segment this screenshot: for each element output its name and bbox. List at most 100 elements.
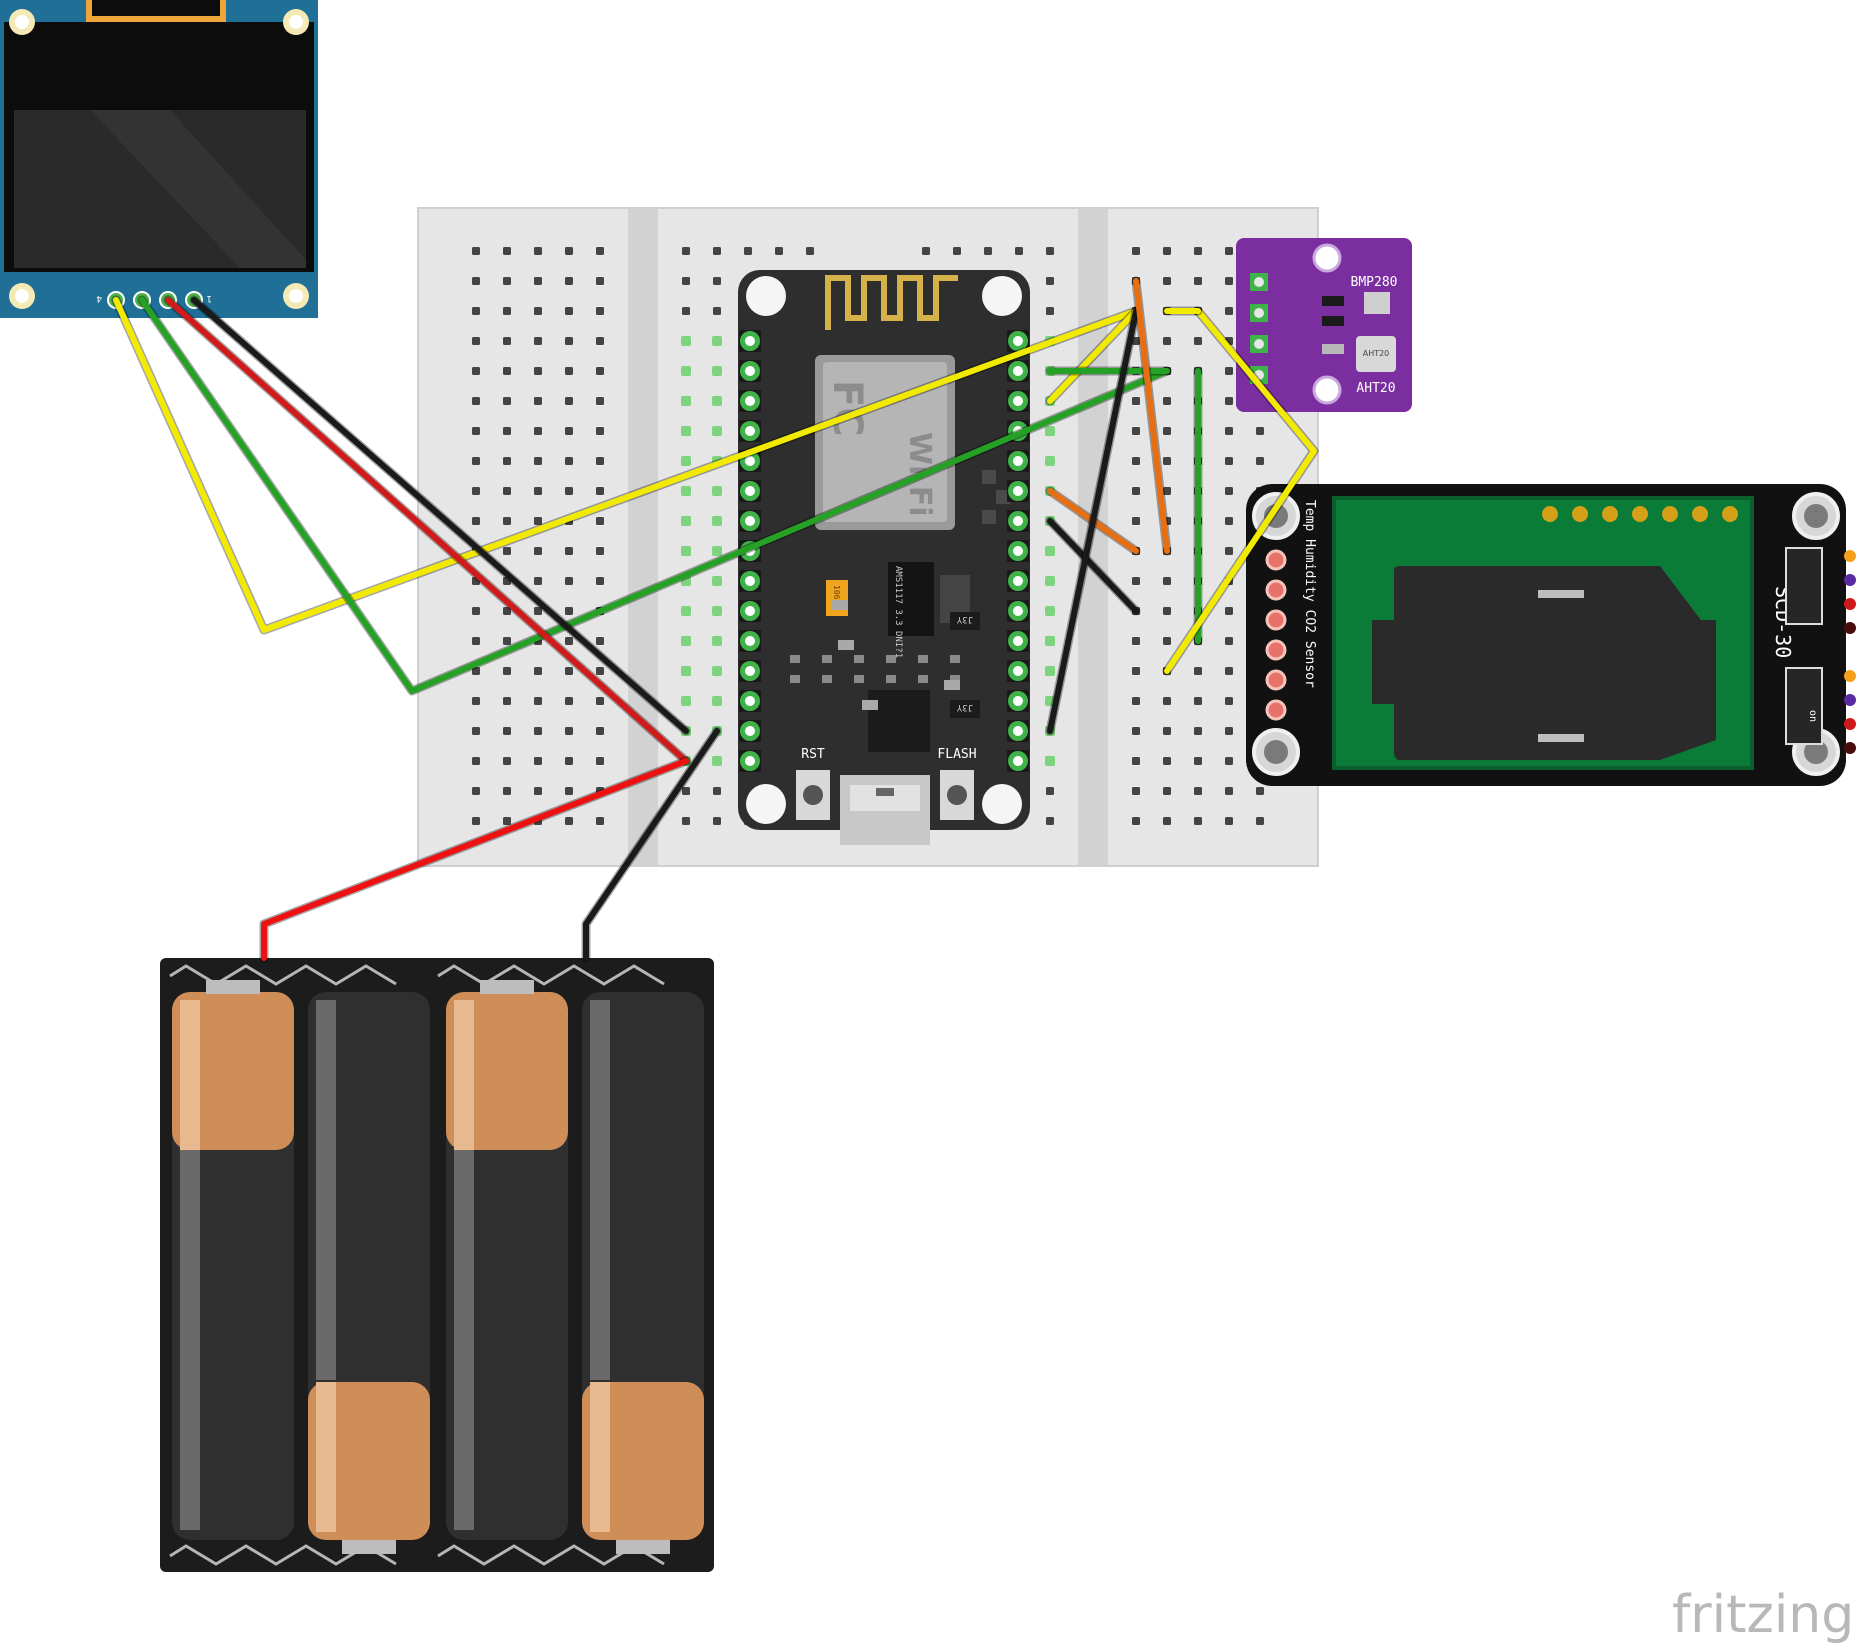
breadboard-hole (1163, 247, 1171, 255)
wifi-antenna-trace (825, 275, 958, 330)
breadboard-hole (596, 637, 604, 645)
breadboard-hole (565, 637, 573, 645)
nodemcu-pin (740, 691, 760, 711)
breadboard-hole (596, 757, 604, 765)
breadboard-hole (1015, 247, 1023, 255)
breadboard-hole (1163, 727, 1171, 735)
breadboard-hole (1225, 787, 1233, 795)
scd30-gold-pad (1662, 506, 1678, 522)
breadboard-hole (1194, 787, 1202, 795)
battery-holder-case (160, 958, 714, 1572)
scd30-chamber-block (1372, 620, 1716, 704)
breadboard-hole (596, 517, 604, 525)
breadboard-hole (596, 307, 604, 315)
breadboard-hole (472, 337, 480, 345)
j3y-chip (950, 700, 980, 718)
smd-part (982, 510, 996, 524)
battery-spring (169, 964, 397, 986)
breadboard-hole (503, 517, 511, 525)
breadboard-hole-connected (681, 666, 691, 676)
oled-mount-hole-inner (289, 289, 303, 303)
breadboard-hole (1225, 367, 1233, 375)
battery-terminal (206, 980, 260, 994)
breadboard-hole-connected (1045, 576, 1055, 586)
nodemcu-mount-hole (982, 276, 1022, 316)
breadboard-hole (596, 697, 604, 705)
breadboard-hole (565, 427, 573, 435)
battery-spring (437, 964, 665, 986)
stemma-pin-dots (1844, 550, 1856, 754)
breadboard-hole-connected (1045, 666, 1055, 676)
breadboard-hole (713, 787, 721, 795)
breadboard-hole (1132, 397, 1140, 405)
breadboard-channel-right (1078, 208, 1108, 866)
breadboard-hole (472, 367, 480, 375)
breadboard-hole (596, 277, 604, 285)
oled-mount-hole-inner (289, 15, 303, 29)
oled-pin-number-1: 1 (206, 293, 212, 303)
breadboard-hole (534, 697, 542, 705)
battery-cell-highlight (316, 1382, 336, 1532)
breadboard-hole (534, 457, 542, 465)
breadboard-hole (534, 337, 542, 345)
aht20-chip-label: AHT20 (1363, 349, 1390, 358)
breadboard-hole (1132, 787, 1140, 795)
smd-resistor (790, 675, 800, 683)
breadboard-hole (1132, 487, 1140, 495)
battery-cell-band (582, 1382, 704, 1540)
breadboard-hole (1225, 607, 1233, 615)
nodemcu-pin (1008, 481, 1028, 501)
nodemcu-pin (1008, 571, 1028, 591)
scd30-mount-hole-inner (1264, 740, 1288, 764)
breadboard-hole (775, 247, 783, 255)
breadboard-hole (1194, 757, 1202, 765)
wire-red-vdd (165, 297, 689, 764)
flash-button[interactable] (947, 785, 967, 805)
nodemcu-pin (1008, 661, 1028, 681)
breadboard-hole-connected (712, 486, 722, 496)
breadboard-hole-connected (712, 756, 722, 766)
scd30-chamber-slot (1538, 734, 1584, 742)
stemma-pin-dot (1844, 598, 1856, 610)
oled-display: 4 1 (0, 0, 318, 318)
stemma-pin-dot (1844, 670, 1856, 682)
nodemcu-mount-hole (746, 784, 786, 824)
breadboard-hole (565, 367, 573, 375)
micro-usb-slot (876, 788, 894, 796)
smd-resistor (950, 655, 960, 663)
breadboard-hole (682, 277, 690, 285)
breadboard-hole (713, 817, 721, 825)
breadboard-hole (503, 337, 511, 345)
breadboard-hole (503, 457, 511, 465)
breadboard-hole (1132, 247, 1140, 255)
scd30-pin (1265, 699, 1287, 721)
nodemcu-pin (1008, 331, 1028, 351)
breadboard-hole (565, 457, 573, 465)
nodemcu-pin-headers (739, 330, 1029, 772)
breadboard-hole (1194, 337, 1202, 345)
resistor (1322, 316, 1344, 326)
bmp280-aht20-module: BMP280 AHT20 AHT20 (1236, 238, 1412, 412)
breadboard-hole (472, 247, 480, 255)
rst-button[interactable] (803, 785, 823, 805)
breadboard-hole (534, 427, 542, 435)
bmp280-chip (1364, 292, 1390, 314)
battery-terminal (480, 980, 534, 994)
breadboard-hole (1132, 727, 1140, 735)
breadboard-hole (596, 727, 604, 735)
nodemcu-pin (1008, 391, 1028, 411)
battery-terminal (616, 1540, 670, 1554)
breadboard-hole (1194, 277, 1202, 285)
breadboard-hole (472, 607, 480, 615)
breadboard-hole-connected (1045, 456, 1055, 466)
oled-ribbon-inner (92, 0, 220, 16)
battery-cell-band (308, 1382, 430, 1540)
breadboard-hole (596, 457, 604, 465)
breadboard-hole-connected (712, 366, 722, 376)
breadboard-hole (534, 577, 542, 585)
breadboard-hole-connected (681, 456, 691, 466)
nodemcu-pin (740, 751, 760, 771)
scd30-gold-pad (1692, 506, 1708, 522)
breadboard-hole-connected (712, 576, 722, 586)
scd30-title: Temp Humidity CO2 Sensor (1302, 500, 1317, 688)
